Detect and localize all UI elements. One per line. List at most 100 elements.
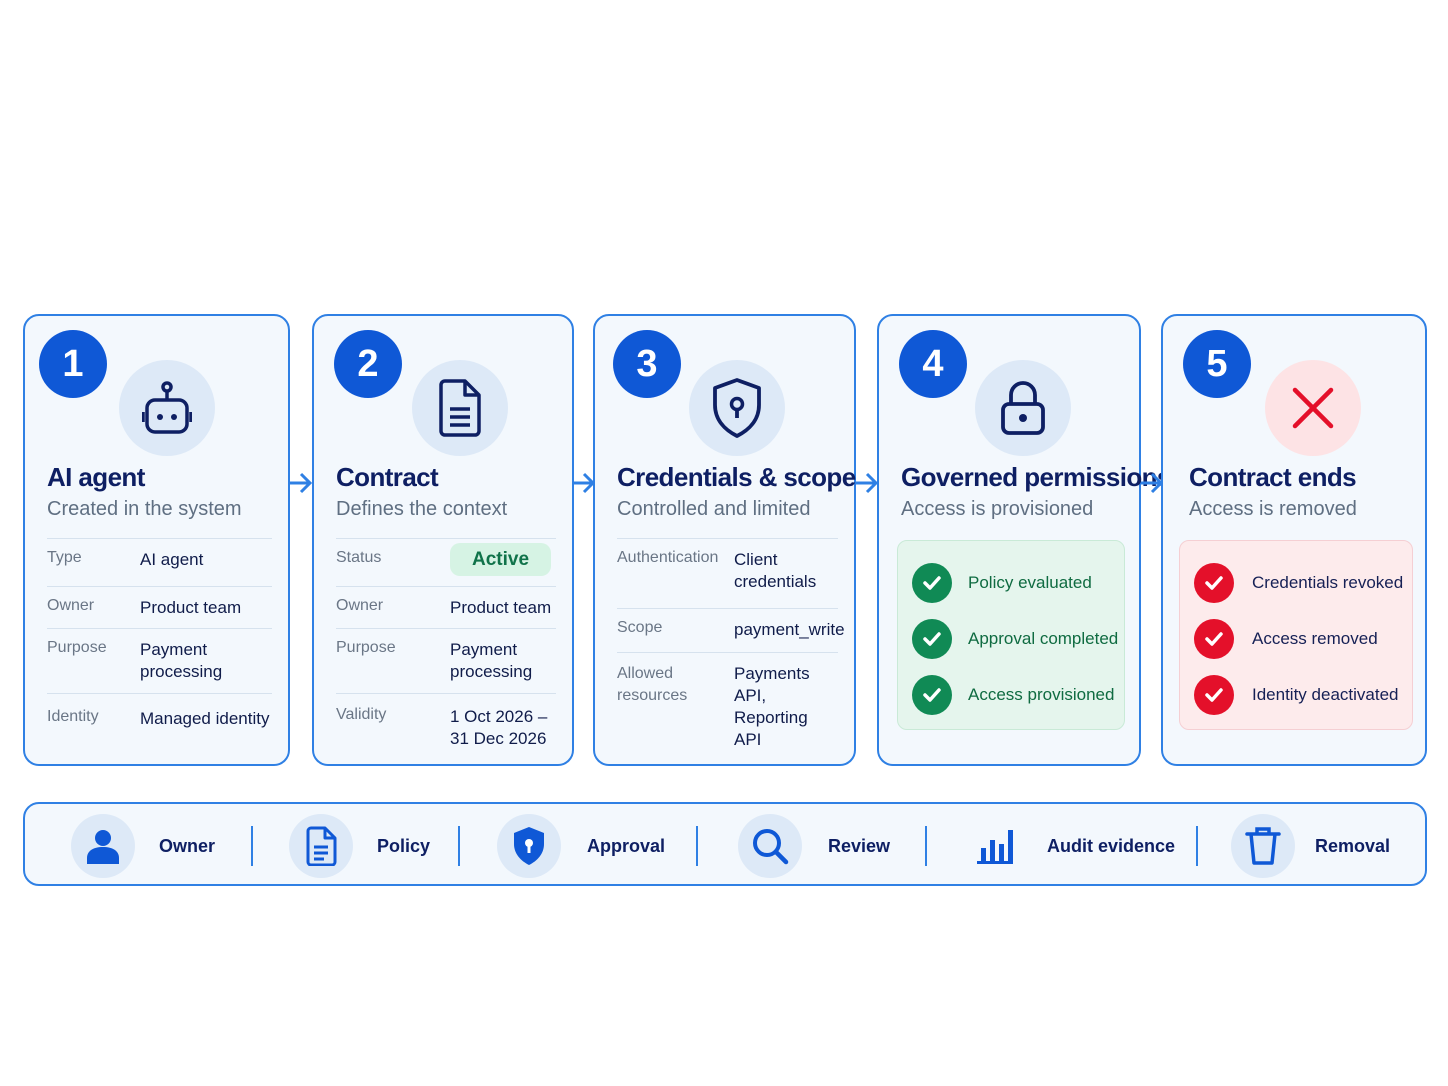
- step-number-badge: 5: [1183, 330, 1251, 398]
- detail-table: Status Active Owner Product team Purpose…: [336, 538, 556, 756]
- detail-row: Purpose Payment processing: [336, 629, 556, 694]
- checklist-label: Credentials revoked: [1252, 573, 1404, 592]
- step-title: Contract ends: [1189, 462, 1357, 492]
- step-subtitle: Access is provisioned: [901, 498, 1094, 520]
- detail-value: Payment processing: [140, 640, 223, 681]
- step-title: Governed permissions: [901, 462, 1171, 492]
- checklist-item: Access provisioned: [912, 667, 1124, 723]
- trash-icon: [1231, 814, 1295, 878]
- detail-key: Identity: [47, 708, 99, 725]
- detail-key: Owner: [336, 597, 384, 614]
- detail-row: Owner Product team: [336, 587, 556, 629]
- legend-divider: [696, 826, 698, 866]
- checklist-label: Access removed: [1252, 629, 1378, 648]
- detail-value: Client credentials: [734, 550, 817, 591]
- detail-key: Allowed resources: [617, 665, 688, 704]
- arrow-right-icon: [290, 472, 313, 494]
- detail-table: Authentication Client credentials Scope …: [617, 538, 845, 749]
- step-title: Contract: [336, 462, 439, 492]
- detail-key: Purpose: [47, 639, 107, 656]
- detail-key: Validity: [336, 706, 387, 723]
- legend-item-removal: Removal: [1231, 814, 1390, 878]
- detail-value: Managed identity: [140, 709, 270, 728]
- legend-item-policy: Policy: [289, 814, 430, 878]
- detail-value: Product team: [450, 598, 552, 617]
- detail-table: Type AI agent Owner Product team Purpose…: [47, 538, 272, 742]
- detail-value: 1 Oct 2026 – 31 Dec 2026: [450, 707, 548, 748]
- checklist-label: Access provisioned: [968, 685, 1115, 704]
- legend-divider: [1196, 826, 1198, 866]
- check-circle-icon: [1194, 619, 1234, 659]
- legend-bar: Owner Policy Approval: [23, 802, 1427, 886]
- detail-key: Type: [47, 549, 82, 566]
- checklist-label: Policy evaluated: [968, 573, 1092, 592]
- detail-row: Authentication Client credentials: [617, 539, 838, 609]
- legend-label: Owner: [159, 835, 216, 856]
- check-circle-icon: [1194, 675, 1234, 715]
- check-circle-icon: [912, 563, 952, 603]
- detail-value: payment_write: [734, 620, 845, 639]
- bar-chart-icon: [963, 814, 1027, 878]
- step-number-badge: 4: [899, 330, 967, 398]
- detail-key: Authentication: [617, 549, 719, 566]
- detail-row: Identity Managed identity: [47, 694, 272, 742]
- step-card-credentials-scope: 3 Credentials & scope Controlled and lim…: [593, 314, 856, 766]
- step-subtitle: Defines the context: [336, 498, 508, 520]
- detail-value: Product team: [140, 598, 242, 617]
- step-card-governed-permissions: 4 Governed permissions Access is provisi…: [877, 314, 1171, 766]
- status-badge: Active: [450, 543, 552, 576]
- checklist-item: Credentials revoked: [1194, 555, 1412, 611]
- detail-row: Owner Product team: [47, 587, 272, 629]
- detail-key: Owner: [47, 597, 95, 614]
- detail-key: Status: [336, 549, 382, 566]
- detail-row: Validity 1 Oct 2026 – 31 Dec 2026: [336, 694, 556, 756]
- check-circle-icon: [912, 675, 952, 715]
- legend-divider: [251, 826, 253, 866]
- legend-divider: [925, 826, 927, 866]
- step-card-contract: 2 Contract Defines the context Status Ac…: [312, 314, 574, 766]
- checklist-item: Approval completed: [912, 611, 1124, 667]
- legend-label: Audit evidence: [1047, 835, 1176, 856]
- check-circle-icon: [912, 619, 952, 659]
- legend-item-audit-evidence: Audit evidence: [963, 814, 1175, 878]
- legend-item-owner: Owner: [71, 814, 215, 878]
- legend-label: Removal: [1315, 835, 1391, 856]
- arrow-right-icon: [856, 472, 879, 494]
- lock-icon: [975, 360, 1071, 456]
- detail-row: Allowed resources Payments API, Reportin…: [617, 653, 838, 749]
- checklist-label: Identity deactivated: [1252, 685, 1399, 704]
- x-mark-icon: [1265, 360, 1361, 456]
- checklist-panel: Policy evaluated Approval completed Acce…: [897, 540, 1125, 730]
- checklist-item: Identity deactivated: [1194, 667, 1412, 723]
- detail-key: Scope: [617, 619, 663, 636]
- shield-key-icon: [689, 360, 785, 456]
- checklist-panel: Credentials revoked Access removed Ident…: [1179, 540, 1413, 730]
- checklist-item: Access removed: [1194, 611, 1412, 667]
- checklist-label: Approval completed: [968, 629, 1119, 648]
- shield-key-icon: [497, 814, 561, 878]
- search-icon: [738, 814, 802, 878]
- step-card-ai-agent: 1 AI agent Created in the system Type AI…: [23, 314, 290, 766]
- detail-value: Payment processing: [450, 640, 533, 681]
- step-number-badge: 1: [39, 330, 107, 398]
- step-title: AI agent: [47, 462, 145, 492]
- checklist-item: Policy evaluated: [912, 555, 1124, 611]
- detail-value: AI agent: [140, 550, 204, 569]
- detail-row: Purpose Payment processing: [47, 629, 272, 694]
- detail-row: Scope payment_write: [617, 609, 845, 653]
- step-subtitle: Access is removed: [1189, 498, 1357, 520]
- step-card-contract-ends: 5 Contract ends Access is removed Creden…: [1161, 314, 1427, 766]
- legend-item-review: Review: [738, 814, 890, 878]
- step-subtitle: Created in the system: [47, 498, 242, 520]
- detail-row: Type AI agent: [47, 539, 272, 587]
- legend-label: Review: [828, 835, 891, 856]
- step-title: Credentials & scope: [617, 462, 856, 492]
- step-subtitle: Controlled and limited: [617, 498, 811, 520]
- document-icon: [412, 360, 508, 456]
- robot-icon: [119, 360, 215, 456]
- legend-divider: [458, 826, 460, 866]
- legend-label: Approval: [587, 835, 666, 856]
- step-number-badge: 2: [334, 330, 402, 398]
- document-icon: [289, 814, 353, 878]
- legend-label: Policy: [377, 835, 431, 856]
